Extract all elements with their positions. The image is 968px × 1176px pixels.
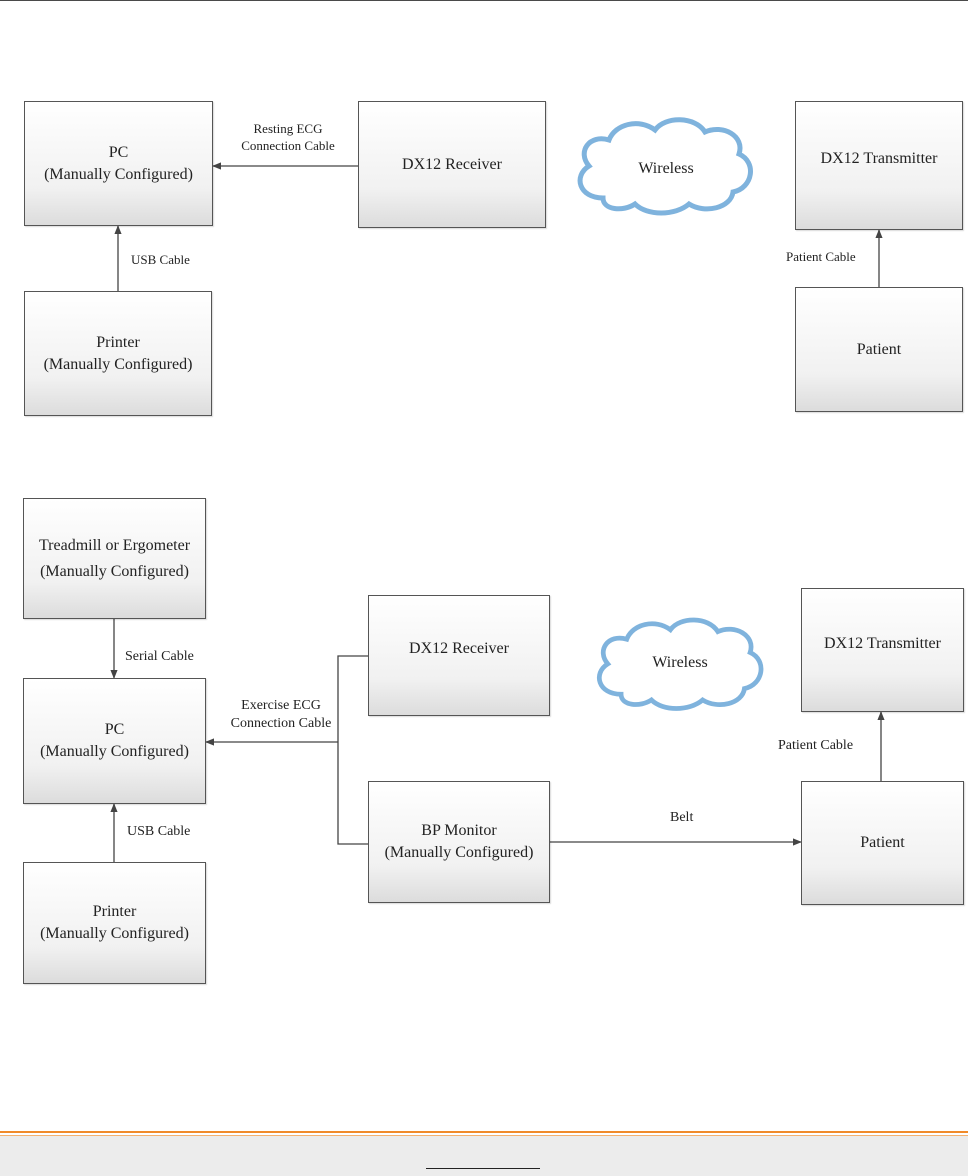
exercise-wireless-cloud-icon <box>596 617 764 711</box>
footer-underline <box>426 1168 540 1169</box>
exercise-pc-box: PC (Manually Configured) <box>23 678 206 804</box>
footer-bar <box>0 1136 968 1176</box>
exercise-treadmill-title: Treadmill or Ergometer <box>38 536 191 554</box>
exercise-printer-subtitle: (Manually Configured) <box>40 925 189 942</box>
exercise-bp-monitor-title: BP Monitor <box>421 822 497 839</box>
resting-printer-subtitle: (Manually Configured) <box>43 355 193 373</box>
resting-ecg-cable-label-line2: Connection Cable <box>241 138 335 153</box>
resting-patient-cable-label: Patient Cable <box>786 249 856 264</box>
exercise-treadmill-subtitle: (Manually Configured) <box>40 562 189 580</box>
exercise-receiver-bracket-line <box>337 655 368 742</box>
exercise-printer-box: Printer (Manually Configured) <box>23 862 206 984</box>
resting-pc-title: PC <box>108 143 129 161</box>
exercise-serial-cable-label: Serial Cable <box>125 649 194 664</box>
exercise-belt-label: Belt <box>670 810 694 825</box>
exercise-transmitter-label: DX12 Transmitter <box>824 635 941 652</box>
exercise-bp-bracket-line <box>337 742 368 845</box>
resting-ecg-cable-label: Resting ECG Connection Cable <box>230 120 346 154</box>
resting-receiver-box: DX12 Receiver <box>358 101 546 228</box>
resting-wireless-cloud-icon <box>577 117 753 216</box>
exercise-pc-subtitle: (Manually Configured) <box>40 743 189 760</box>
exercise-ecg-cable-label-line1: Exercise ECG <box>241 698 321 713</box>
resting-pc-subtitle: (Manually Configured) <box>44 165 193 183</box>
exercise-transmitter-box: DX12 Transmitter <box>801 588 964 712</box>
resting-patient-box: Patient <box>795 287 963 412</box>
top-rule <box>0 0 968 1</box>
exercise-patient-label: Patient <box>860 834 905 851</box>
exercise-pc-title: PC <box>104 721 125 738</box>
exercise-ecg-cable-label-line2: Connection Cable <box>230 716 332 731</box>
resting-receiver-label: DX12 Receiver <box>402 155 502 173</box>
footer-accent-rule <box>0 1131 968 1133</box>
resting-transmitter-label: DX12 Transmitter <box>820 150 938 167</box>
resting-pc-box: PC (Manually Configured) <box>24 101 213 226</box>
exercise-printer-title: Printer <box>92 903 137 920</box>
resting-usb-cable-label: USB Cable <box>131 252 190 267</box>
resting-printer-box: Printer (Manually Configured) <box>24 291 212 416</box>
footer-accent-rule-thin <box>0 1135 968 1136</box>
exercise-receiver-label: DX12 Receiver <box>409 640 509 657</box>
resting-transmitter-box: DX12 Transmitter <box>795 101 963 230</box>
resting-printer-title: Printer <box>96 333 140 351</box>
exercise-receiver-box: DX12 Receiver <box>368 595 550 716</box>
resting-patient-label: Patient <box>856 340 902 358</box>
exercise-ecg-cable-label: Exercise ECG Connection Cable <box>220 697 342 733</box>
exercise-bp-monitor-box: BP Monitor (Manually Configured) <box>368 781 550 903</box>
exercise-treadmill-box: Treadmill or Ergometer (Manually Configu… <box>23 498 206 619</box>
exercise-patient-cable-label: Patient Cable <box>778 738 854 753</box>
exercise-bp-monitor-subtitle: (Manually Configured) <box>384 844 534 861</box>
exercise-patient-box: Patient <box>801 781 964 905</box>
resting-ecg-cable-label-line1: Resting ECG <box>253 121 323 136</box>
exercise-usb-cable-label: USB Cable <box>127 824 191 839</box>
resting-wireless-label: Wireless <box>638 160 694 177</box>
exercise-wireless-label: Wireless <box>652 654 708 671</box>
